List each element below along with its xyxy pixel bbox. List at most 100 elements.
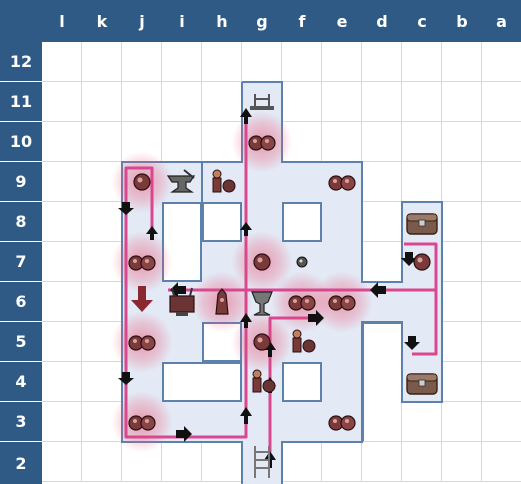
pillar: [162, 202, 202, 282]
board-cell-f2[interactable]: [282, 442, 322, 482]
board-cell-b12[interactable]: [442, 42, 482, 82]
board-cell-d2[interactable]: [362, 442, 402, 482]
board-cell-e11[interactable]: [322, 82, 362, 122]
column-header-l: l: [42, 0, 82, 42]
board-cell-a6[interactable]: [482, 282, 521, 322]
board-cell-i11[interactable]: [162, 82, 202, 122]
board-cell-a12[interactable]: [482, 42, 521, 82]
board-cell-a8[interactable]: [482, 202, 521, 242]
ladder-icon[interactable]: [244, 84, 280, 124]
arrow-up-icon: [264, 341, 276, 357]
board-cell-a7[interactable]: [482, 242, 521, 282]
board-cell-k2[interactable]: [82, 442, 122, 482]
board-cell-l12[interactable]: [42, 42, 82, 82]
crystal-icon[interactable]: [124, 404, 160, 444]
board-cell-l4[interactable]: [42, 362, 82, 402]
board-cell-d11[interactable]: [362, 82, 402, 122]
row-header-4: 4: [0, 362, 42, 401]
board-cell-b9[interactable]: [442, 162, 482, 202]
crystal-icon[interactable]: [284, 244, 320, 284]
board-cell-l5[interactable]: [42, 322, 82, 362]
board-cell-l8[interactable]: [42, 202, 82, 242]
big-arrow-down-icon: [131, 286, 153, 312]
board-cell-e12[interactable]: [322, 42, 362, 82]
crystal-icon[interactable]: [244, 124, 280, 164]
board-cell-d10[interactable]: [362, 122, 402, 162]
board-cell-c2[interactable]: [402, 442, 442, 482]
board-cell-a3[interactable]: [482, 402, 521, 442]
board-cell-l7[interactable]: [42, 242, 82, 282]
board-cell-l3[interactable]: [42, 402, 82, 442]
column-header-f: f: [282, 0, 322, 42]
board-cell-d12[interactable]: [362, 42, 402, 82]
board-cell-b8[interactable]: [442, 202, 482, 242]
board-cell-f11[interactable]: [282, 82, 322, 122]
board-cell-k12[interactable]: [82, 42, 122, 82]
board-cell-a10[interactable]: [482, 122, 521, 162]
board-cell-k10[interactable]: [82, 122, 122, 162]
board-cell-i2[interactable]: [162, 442, 202, 482]
chest-icon[interactable]: [404, 364, 440, 404]
board-cell-b7[interactable]: [442, 242, 482, 282]
board-cell-b4[interactable]: [442, 362, 482, 402]
row-header-11: 11: [0, 82, 42, 121]
arrow-up-icon: [240, 222, 252, 236]
crystal-icon[interactable]: [124, 324, 160, 364]
board-cell-c10[interactable]: [402, 122, 442, 162]
goblet-icon[interactable]: [244, 284, 280, 324]
board-cell-c12[interactable]: [402, 42, 442, 82]
board-cell-l11[interactable]: [42, 82, 82, 122]
crystal-icon[interactable]: [124, 244, 160, 284]
board-cell-f12[interactable]: [282, 42, 322, 82]
board-cell-h12[interactable]: [202, 42, 242, 82]
dwarf-icon[interactable]: [204, 164, 240, 204]
board-cell-i12[interactable]: [162, 42, 202, 82]
board-cell-b10[interactable]: [442, 122, 482, 162]
board-cell-k11[interactable]: [82, 82, 122, 122]
board-cell-a5[interactable]: [482, 322, 521, 362]
crystal-icon[interactable]: [324, 404, 360, 444]
route-right-column: [404, 242, 438, 356]
board-cell-l10[interactable]: [42, 122, 82, 162]
arrow-up-icon: [146, 226, 158, 240]
crystal-icon[interactable]: [324, 164, 360, 204]
board-cell-a9[interactable]: [482, 162, 521, 202]
board-cell-a4[interactable]: [482, 362, 521, 402]
board-cell-d9[interactable]: [362, 162, 402, 202]
drill-icon[interactable]: [164, 284, 200, 324]
column-header-e: e: [322, 0, 362, 42]
board-cell-c11[interactable]: [402, 82, 442, 122]
board-cell-c3[interactable]: [402, 402, 442, 442]
dwarf-icon[interactable]: [244, 364, 280, 404]
board-cell-a2[interactable]: [482, 442, 521, 482]
chest-icon[interactable]: [404, 204, 440, 244]
board-cell-l6[interactable]: [42, 282, 82, 322]
crystal-icon[interactable]: [244, 324, 280, 364]
anvil-icon[interactable]: [164, 164, 200, 204]
board-cell-l2[interactable]: [42, 442, 82, 482]
board-cell-b2[interactable]: [442, 442, 482, 482]
board-cell-b5[interactable]: [442, 322, 482, 362]
crystal-icon[interactable]: [324, 284, 360, 324]
crystal-icon[interactable]: [404, 244, 440, 284]
dwarf-icon[interactable]: [284, 324, 320, 364]
row-header-8: 8: [0, 202, 42, 241]
arrow-up-icon: [240, 108, 252, 124]
board-cell-e2[interactable]: [322, 442, 362, 482]
row-header-7: 7: [0, 242, 42, 281]
column-header-a: a: [482, 0, 521, 42]
crystal-icon[interactable]: [204, 284, 240, 324]
crystal-icon[interactable]: [284, 284, 320, 324]
board-cell-b6[interactable]: [442, 282, 482, 322]
board-cell-j12[interactable]: [122, 42, 162, 82]
board-cell-j2[interactable]: [122, 442, 162, 482]
board-cell-b11[interactable]: [442, 82, 482, 122]
crystal-icon[interactable]: [244, 244, 280, 284]
board-cell-j11[interactable]: [122, 82, 162, 122]
board-cell-b3[interactable]: [442, 402, 482, 442]
board-cell-a11[interactable]: [482, 82, 521, 122]
crystal-icon[interactable]: [124, 164, 160, 204]
arrow-down-icon: [118, 202, 134, 215]
ladder-icon[interactable]: [244, 444, 280, 484]
board-cell-l9[interactable]: [42, 162, 82, 202]
